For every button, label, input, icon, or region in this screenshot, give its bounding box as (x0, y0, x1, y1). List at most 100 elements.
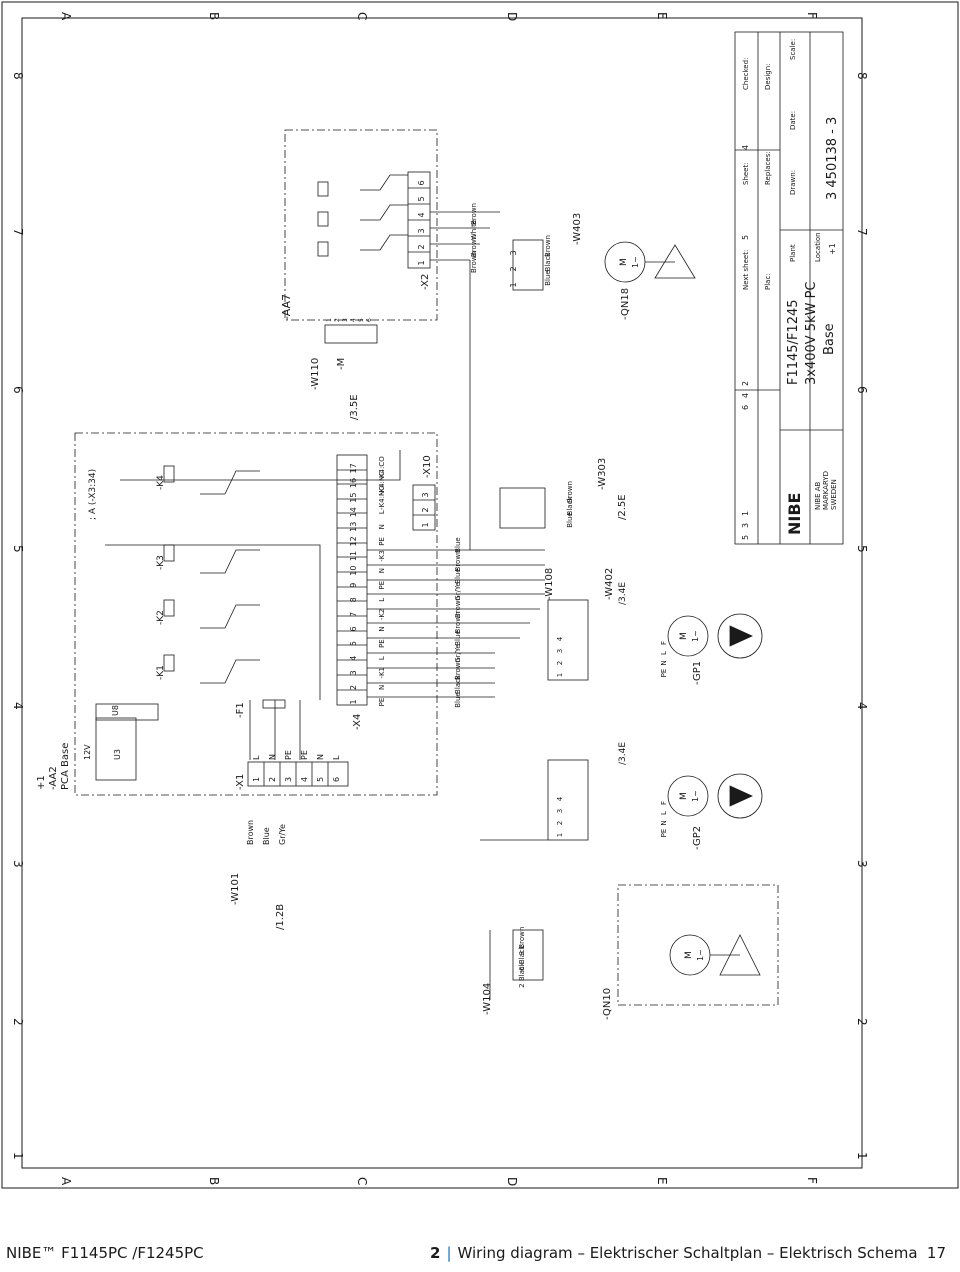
grid-col-top-C: C (355, 12, 369, 20)
label-pca-base: PCA Base (60, 743, 71, 790)
w403-color-1: Black (544, 252, 552, 272)
label-w403: -W403 (572, 213, 583, 245)
gp2-pump-symbol (717, 773, 763, 819)
grid-row-right-1: 1 (855, 1152, 869, 1160)
pump1-signal-L: L (660, 811, 668, 815)
x4-wire-color-5: Brown (454, 612, 462, 634)
x4-terminal-4: 4 (349, 656, 358, 661)
title-replaces-label: Replaces: (764, 151, 772, 185)
w403-color-2: Brown (544, 235, 552, 257)
w303-color-2: Brown (566, 481, 574, 503)
w101-color-1: Blue (262, 827, 271, 845)
x4-signal-14: -K4:NO (378, 485, 386, 510)
w104-pin-2: 3 Brown (518, 927, 526, 956)
motor-letter-3: M (684, 951, 694, 959)
x4-terminal-12: 12 (349, 536, 358, 546)
label-w402: -W402 (604, 568, 615, 600)
title-location: +1 (828, 243, 837, 255)
w403-pin-1: 1 (509, 282, 518, 287)
label-x1: -X1 (235, 774, 246, 790)
label-ref-12b: /1.2B (275, 904, 286, 930)
label-w104: -W104 (482, 983, 493, 1015)
x4-wire-color-8: Blue (454, 568, 462, 584)
title-design-label: Design: (764, 63, 772, 90)
label-ref-25e: /2.5E (617, 494, 628, 520)
gp2-motor (667, 775, 709, 817)
w104-pin-0: 2 Black (518, 961, 526, 988)
w101-color-0: Brown (246, 820, 255, 845)
pump0-signal-F: F (660, 641, 668, 645)
pump1-signal-PE: PE (660, 829, 668, 838)
x4-wire-color-10: Blue (454, 537, 462, 553)
w101-color-2: Gr/Ye (278, 824, 287, 845)
x4-terminal-8: 8 (349, 597, 358, 602)
x4-terminal-7: 7 (349, 612, 358, 617)
title-date-label: Date: (789, 111, 797, 130)
footer-product: NIBE™ F1145PC /F1245PC (6, 1244, 204, 1262)
pump0-signal-PE: PE (660, 669, 668, 678)
x4-terminal-16: 16 (349, 478, 358, 488)
pump1-signal-N: N (660, 820, 668, 825)
x4-wire-color-4: Blue (454, 630, 462, 646)
label-aa2: -AA2 (48, 766, 59, 790)
x4-terminal-14: 14 (349, 507, 358, 517)
x4-terminal-6: 6 (349, 626, 358, 631)
title-plac-label: Plac: (764, 273, 772, 290)
x4-signal-7: L (378, 598, 386, 602)
w303-color-1: Black (566, 496, 574, 516)
w110-pin-1: 1 (326, 318, 333, 322)
x2-terminal-5: 5 (417, 196, 426, 201)
motor-type-2: 1~ (691, 790, 700, 802)
title-sheet-label: Sheet: (742, 162, 750, 185)
w110-pin-2: 2 (334, 318, 341, 322)
x4-signal-16: -K4:CO (378, 456, 386, 481)
grid-row-left-1: 1 (11, 1152, 25, 1160)
x4-signal-0: PE (378, 698, 386, 707)
x4-signal-9: N (378, 568, 386, 573)
grid-row-right-6: 6 (855, 386, 869, 394)
w110-pin-6: 6 (366, 318, 373, 322)
title-block (734, 31, 844, 545)
footer-section: 2|Wiring diagram – Elektrischer Schaltpl… (430, 1244, 918, 1262)
label-12v: 12V (83, 744, 92, 760)
grid-col-bottom-C: C (355, 1177, 369, 1185)
label-aa7: -AA7 (280, 294, 293, 320)
x2-wire-color-3: Brown (470, 203, 478, 225)
pump1-pin-4: 4 (556, 796, 564, 801)
page-footer: NIBE™ F1145PC /F1245PC 2|Wiring diagram … (0, 1238, 960, 1268)
x4-terminal-5: 5 (349, 641, 358, 646)
motor-type-0: 1~ (631, 256, 640, 268)
label-gp1: -GP1 (692, 661, 703, 685)
x4-terminal-17: 17 (349, 463, 358, 473)
frame-outer (1, 1, 959, 1189)
title-sheet: 4 (741, 145, 750, 150)
x4-terminal-13: 13 (349, 522, 358, 532)
title-base: Base (822, 323, 837, 355)
gp1-pump-symbol (717, 613, 763, 659)
title-plant-label: Plant (789, 244, 797, 262)
grid-row-right-3: 3 (855, 860, 869, 868)
grid-row-left-8: 8 (11, 72, 25, 80)
motor-letter-0: M (619, 258, 629, 266)
x2-wire-color-1: Brown (470, 235, 478, 257)
x4-terminal-15: 15 (349, 493, 358, 503)
grid-row-left-2: 2 (11, 1018, 25, 1026)
x10-terminal-2: 2 (421, 507, 430, 512)
label-qn18: -QN18 (620, 288, 631, 320)
title-revision-1: 1 (741, 511, 750, 516)
pump1-pin-2: 2 (556, 821, 564, 825)
pump0-pin-4: 4 (556, 636, 564, 641)
pump1-signal-F: F (660, 801, 668, 805)
pump0-pin-1: 1 (556, 673, 564, 677)
pca-base-aa2 (74, 432, 545, 796)
grid-col-top-E: E (655, 12, 669, 20)
label-ref-34e-2: /3.4E (618, 742, 628, 765)
label-x4: -X4 (352, 714, 363, 730)
label-ref-34e-1: /3.4E (618, 582, 628, 605)
pumps-and-valves (480, 239, 779, 1006)
grid-row-left-6: 6 (11, 386, 25, 394)
x2-terminal-1: 1 (417, 260, 426, 265)
grid-row-right-5: 5 (855, 545, 869, 553)
